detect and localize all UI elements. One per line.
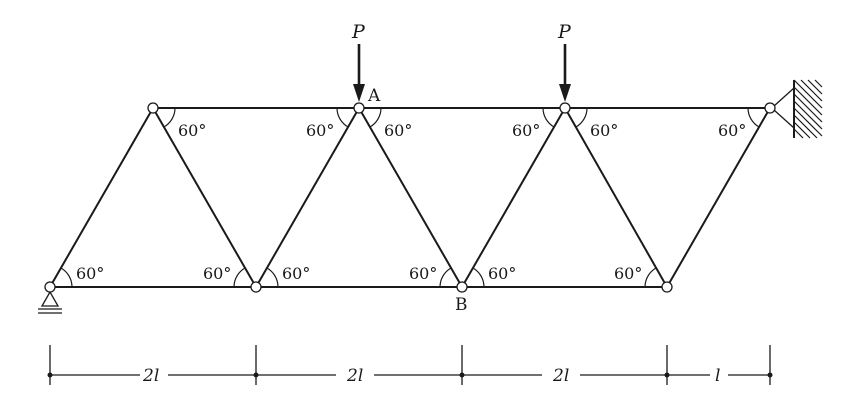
angle-arc xyxy=(163,107,176,128)
angle-arc xyxy=(439,267,452,288)
diagonal-4 xyxy=(358,107,463,288)
dimension-label: l xyxy=(715,366,720,386)
pin-support xyxy=(38,290,62,314)
angle-label: 60° xyxy=(306,121,334,140)
load-label-left: P xyxy=(351,21,366,43)
node-label-b: B xyxy=(455,295,468,315)
joint xyxy=(250,281,262,293)
dimension-label: 2l xyxy=(552,366,569,386)
angle-arc xyxy=(266,267,279,288)
load-arrow-right xyxy=(559,44,571,102)
angle-label: 60° xyxy=(282,264,310,283)
wall-support xyxy=(773,79,823,139)
angle-label: 60° xyxy=(512,121,540,140)
joint-a xyxy=(353,102,365,114)
angle-arc xyxy=(542,107,555,128)
angle-arc xyxy=(233,267,246,288)
load-arrow-left xyxy=(353,44,365,102)
diagonal-5 xyxy=(461,107,566,288)
node-label-a: A xyxy=(367,86,381,106)
angle-arc xyxy=(60,267,73,288)
angle-arcs xyxy=(60,107,760,288)
dimension-label: 2l xyxy=(142,366,159,386)
angle-label: 60° xyxy=(409,264,437,283)
joint xyxy=(147,102,159,114)
dimension-line xyxy=(47,345,773,385)
angle-arc xyxy=(336,107,349,128)
joint xyxy=(44,281,56,293)
joint xyxy=(559,102,571,114)
angle-label: 60° xyxy=(614,264,642,283)
diagonal-1 xyxy=(49,107,154,288)
angle-label: 60° xyxy=(384,121,412,140)
angle-arc xyxy=(472,267,485,288)
angle-label: 60° xyxy=(76,264,104,283)
angle-label: 60° xyxy=(203,264,231,283)
angle-arc xyxy=(644,267,657,288)
angle-arc xyxy=(575,107,588,128)
diagonal-7 xyxy=(666,107,771,288)
angle-label: 60° xyxy=(178,121,206,140)
angle-label: 60° xyxy=(488,264,516,283)
load-label-right: P xyxy=(557,21,572,43)
diagonal-3 xyxy=(255,107,360,288)
diagonal-2 xyxy=(152,107,257,288)
dimension-label: 2l xyxy=(346,366,363,386)
joint xyxy=(456,281,468,293)
joint xyxy=(661,281,673,293)
angle-arc xyxy=(747,107,760,128)
angle-arc xyxy=(369,107,382,128)
joint xyxy=(764,102,776,114)
angle-label: 60° xyxy=(718,121,746,140)
angle-label: 60° xyxy=(590,121,618,140)
diagonal-6 xyxy=(564,107,668,288)
